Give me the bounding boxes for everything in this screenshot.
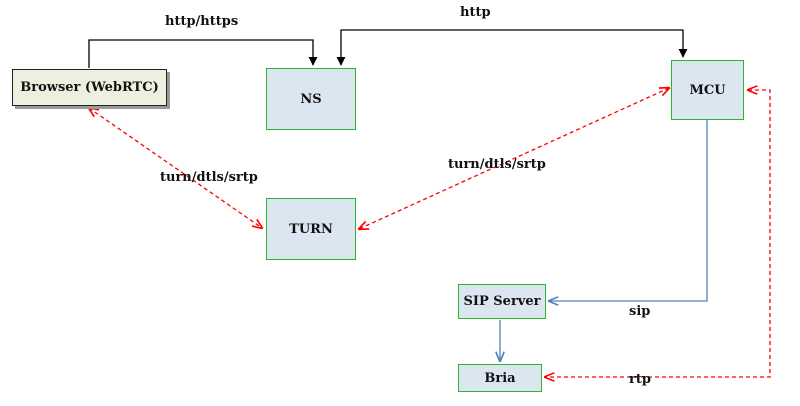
sip-server-node: SIP Server [458, 284, 546, 319]
label-mcu-turn: turn/dtls/srtp [448, 157, 546, 172]
bria-node: Bria [458, 364, 542, 392]
edge-mcu-ns [336, 29, 688, 66]
label-mcu-ns: http [460, 5, 491, 20]
label-browser-turn: turn/dtls/srtp [160, 170, 258, 185]
label-browser-ns: http/https [165, 14, 239, 29]
browser-node: Browser (WebRTC) [12, 69, 167, 106]
edge-browser-ns [88, 39, 318, 68]
ns-node: NS [266, 68, 356, 130]
label-mcu-bria: rtp [629, 372, 651, 387]
mcu-node: MCU [671, 60, 744, 120]
edge-mcu-sip [549, 120, 708, 301]
edge-browser-turn [89, 108, 262, 228]
turn-node: TURN [266, 198, 356, 260]
label-mcu-sip: sip [629, 304, 651, 319]
edge-mcu-bria [545, 90, 771, 377]
